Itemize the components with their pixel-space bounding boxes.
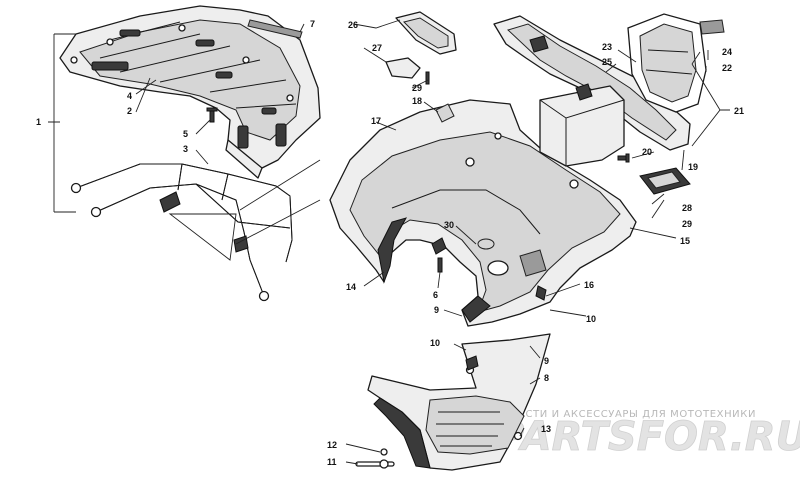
callout-17: 17: [371, 116, 381, 126]
callout-11: 11: [327, 457, 337, 467]
callout-1: 1: [36, 117, 41, 127]
callout-14: 14: [346, 282, 356, 292]
callout-labels: 1 2 3 4 5 6 7 8 9 9 10 10 11 12 13 14 15…: [36, 19, 744, 467]
callout-24: 24: [722, 47, 732, 57]
footwell-panel: [367, 333, 551, 471]
callout-19: 19: [688, 162, 698, 172]
callout-7: 7: [310, 19, 315, 29]
callout-20: 20: [642, 147, 652, 157]
pin-11: [355, 459, 395, 469]
callout-28: 28: [682, 203, 692, 213]
rear-bumper: [70, 163, 293, 302]
callout-10a: 10: [586, 314, 596, 324]
callout-9a: 9: [434, 305, 439, 315]
decal-strip: [247, 19, 303, 39]
callout-23: 23: [602, 42, 612, 52]
callout-18: 18: [412, 96, 422, 106]
callout-22: 22: [722, 63, 732, 73]
clip-6: [431, 237, 447, 273]
callout-9b: 9: [544, 356, 549, 366]
pin-12: [380, 448, 388, 456]
callout-3: 3: [183, 144, 188, 154]
callout-21: 21: [734, 106, 744, 116]
callout-5: 5: [183, 129, 188, 139]
watermark: PARTSFOR.RU ЗАПЧАСТИ И АКСЕССУАРЫ ДЛЯ МО…: [488, 409, 800, 460]
leader-lines: [48, 19, 730, 465]
callout-29b: 29: [682, 219, 692, 229]
bracket-assembly: [385, 11, 457, 85]
callout-25: 25: [602, 57, 612, 67]
callout-29a: 29: [412, 83, 422, 93]
callout-27: 27: [372, 43, 382, 53]
callout-10b: 10: [430, 338, 440, 348]
callout-4: 4: [127, 91, 132, 101]
callout-30: 30: [444, 220, 454, 230]
callout-16: 16: [584, 280, 594, 290]
rear-rack: [59, 5, 321, 179]
callout-12: 12: [327, 440, 337, 450]
callout-13: 13: [541, 424, 551, 434]
rear-fender: [329, 99, 637, 327]
callout-2: 2: [127, 106, 132, 116]
callout-6: 6: [433, 290, 438, 300]
watermark-tagline: ЗАПЧАСТИ И АКСЕССУАРЫ ДЛЯ МОТОТЕХНИКИ: [488, 409, 756, 420]
callout-26: 26: [348, 20, 358, 30]
callout-8: 8: [544, 373, 549, 383]
storage-assembly: [493, 13, 725, 195]
rack-bolt: [206, 107, 218, 123]
callout-15: 15: [680, 236, 690, 246]
watermark-logo: PARTSFOR.RU: [495, 414, 800, 460]
